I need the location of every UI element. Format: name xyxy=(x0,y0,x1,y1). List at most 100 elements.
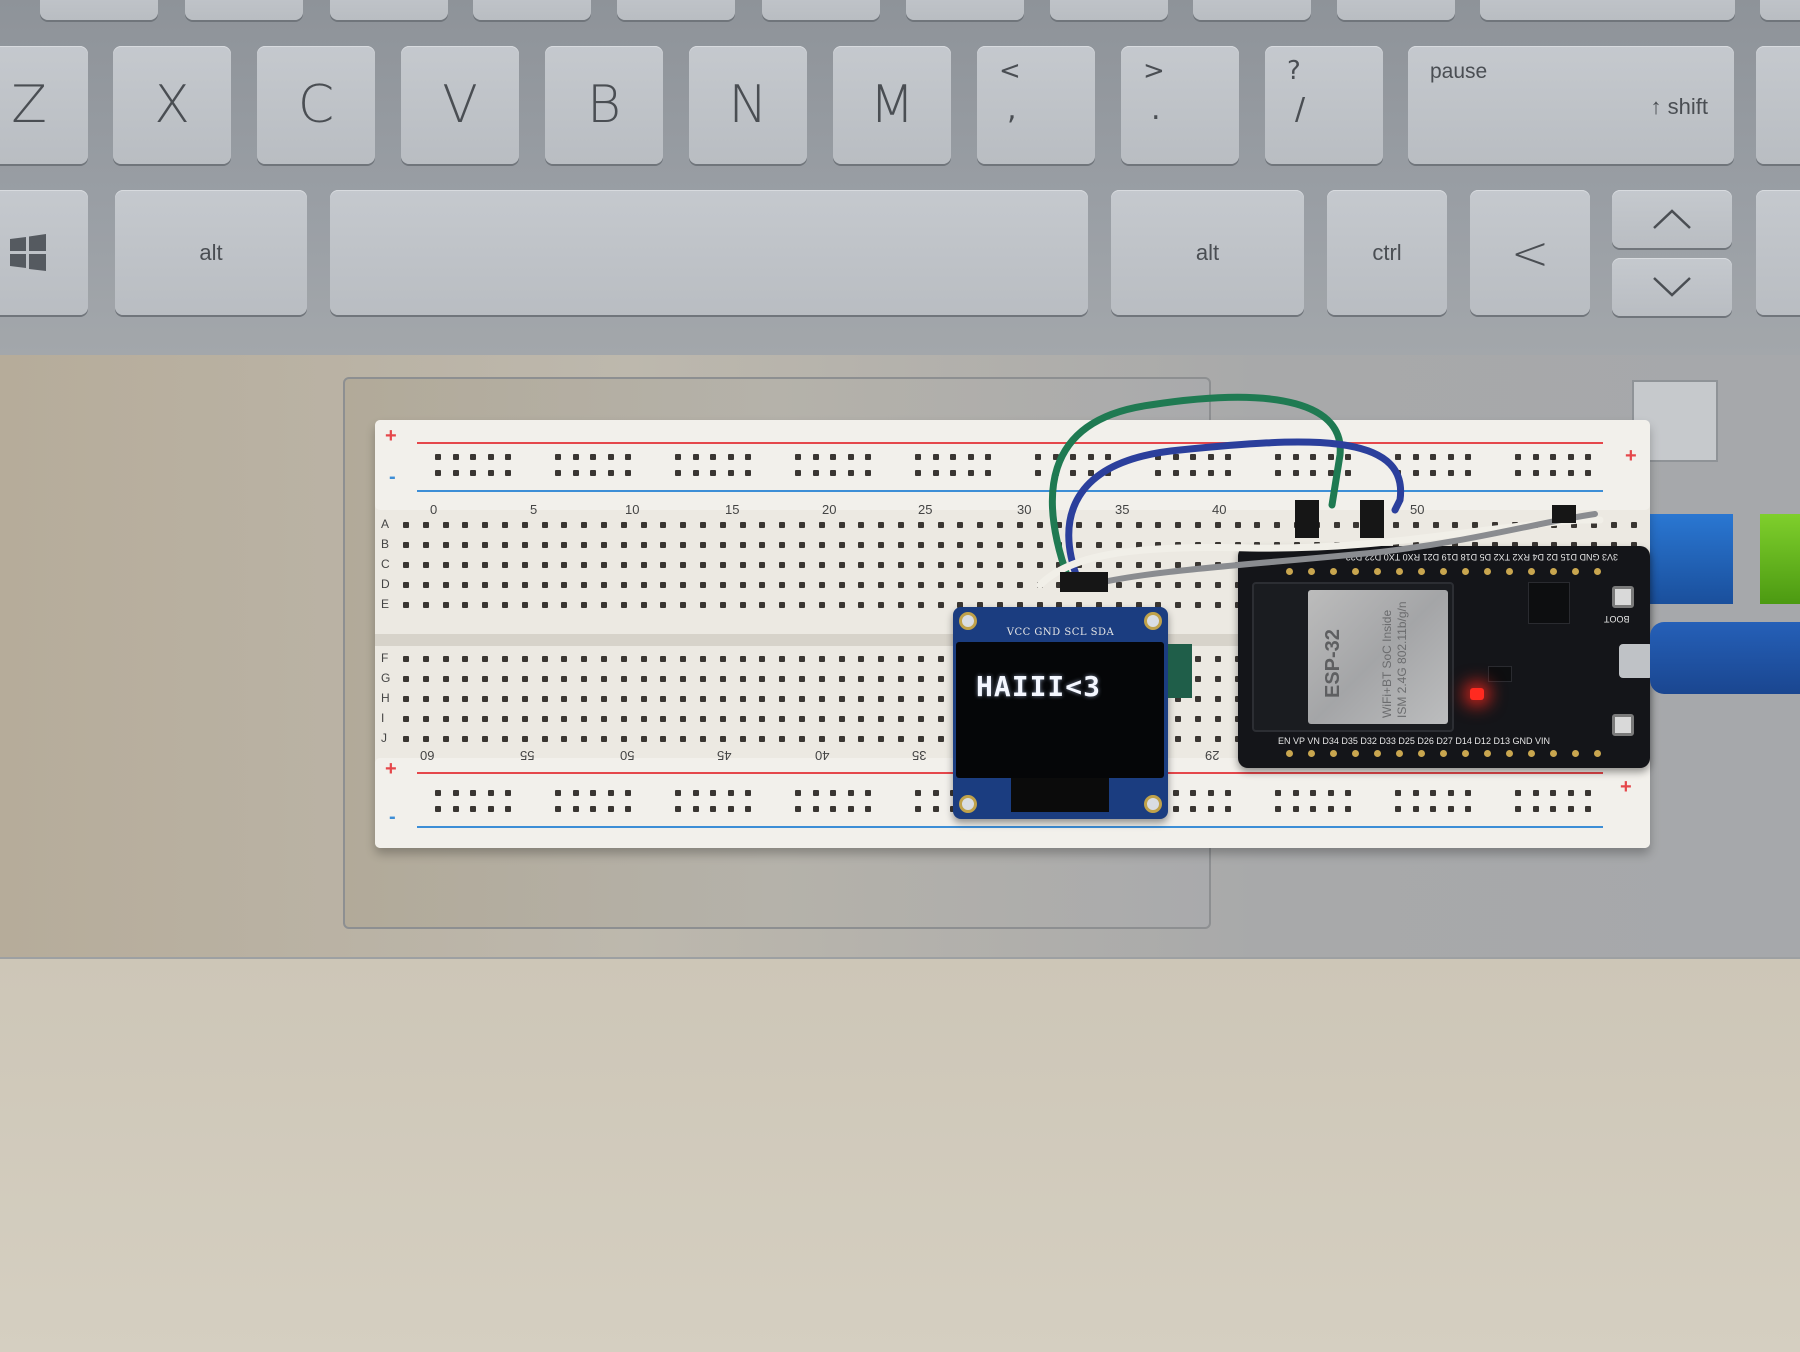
breadboard-hole xyxy=(700,582,706,588)
key-c[interactable]: C xyxy=(257,46,375,164)
breadboard-hole xyxy=(675,454,681,460)
key-v[interactable]: V xyxy=(401,46,519,164)
breadboard-hole xyxy=(1313,522,1320,528)
breadboard-hole xyxy=(1345,454,1352,460)
breadboard-hole xyxy=(799,562,805,568)
breadboard-hole xyxy=(1214,602,1221,608)
key-slash[interactable]: ? / xyxy=(1265,46,1383,164)
key-m[interactable]: M xyxy=(833,46,951,164)
breadboard-hole xyxy=(1531,522,1538,528)
breadboard-hole xyxy=(1175,562,1182,568)
breadboard-hole xyxy=(917,602,924,608)
breadboard-hole xyxy=(1135,582,1142,588)
breadboard-hole xyxy=(555,454,561,460)
breadboard-hole xyxy=(779,676,786,682)
breadboard-hole xyxy=(1195,542,1201,548)
breadboard-hole xyxy=(799,582,805,588)
breadboard-hole xyxy=(759,542,766,548)
breadboard-hole xyxy=(403,582,409,588)
breadboard-hole xyxy=(799,736,805,742)
rail-plus-sign: + xyxy=(1625,445,1637,467)
key-x[interactable]: X xyxy=(113,46,231,164)
key-ctrl[interactable]: ctrl xyxy=(1327,190,1447,315)
en-button[interactable] xyxy=(1612,714,1634,736)
breadboard-hole xyxy=(858,696,865,702)
breadboard-hole xyxy=(561,542,568,548)
breadboard-hole xyxy=(607,790,614,796)
breadboard-hole xyxy=(572,790,579,796)
breadboard-hole xyxy=(1155,602,1162,608)
key-alt-right[interactable]: alt xyxy=(1111,190,1304,315)
header-pin xyxy=(1506,750,1513,757)
breadboard-hole xyxy=(502,602,508,608)
key-alt-left[interactable]: alt xyxy=(115,190,307,315)
breadboard-hole xyxy=(1550,470,1557,476)
breadboard-hole xyxy=(590,454,597,460)
breadboard-hole xyxy=(745,470,752,476)
breadboard-hole xyxy=(1447,790,1454,796)
key-period[interactable]: > . xyxy=(1121,46,1239,164)
breadboard-hole xyxy=(555,806,561,812)
key-n[interactable]: N xyxy=(689,46,807,164)
column-number: 45 xyxy=(717,748,732,763)
header-pin xyxy=(1286,750,1293,757)
breadboard-hole xyxy=(403,716,409,722)
breadboard-hole xyxy=(719,656,726,662)
breadboard-hole xyxy=(779,582,786,588)
breadboard-hole xyxy=(505,790,512,796)
breadboard-hole xyxy=(452,454,459,460)
breadboard-hole xyxy=(1412,806,1419,812)
breadboard-hole xyxy=(719,676,726,682)
breadboard-hole xyxy=(1275,790,1281,796)
key-z[interactable]: Z xyxy=(0,46,88,164)
breadboard-hole xyxy=(1225,806,1232,812)
breadboard-hole xyxy=(917,676,924,682)
breadboard-hole xyxy=(1207,470,1214,476)
breadboard-hole xyxy=(700,522,706,528)
rail-plus-sign: + xyxy=(385,758,397,780)
breadboard-hole xyxy=(1214,522,1221,528)
breadboard-hole xyxy=(590,470,597,476)
key-windows[interactable] xyxy=(0,190,88,315)
key-shift-right[interactable]: pause ↑ shift xyxy=(1408,46,1734,164)
breadboard-hole xyxy=(878,696,885,702)
breadboard-hole xyxy=(487,806,494,812)
esp32-wroom-module: ESP-32 WiFi+BT SoC Inside ISM 2.4G 802.1… xyxy=(1252,582,1454,732)
breadboard-hole xyxy=(590,790,597,796)
key-b[interactable]: B xyxy=(545,46,663,164)
breadboard-hole xyxy=(581,522,588,528)
boot-button[interactable] xyxy=(1612,586,1634,608)
breadboard-hole xyxy=(878,656,885,662)
breadboard-hole xyxy=(1036,522,1043,528)
breadboard-hole xyxy=(1585,806,1592,812)
breadboard-hole xyxy=(977,582,984,588)
key-arrow-left[interactable]: < xyxy=(1470,190,1590,315)
power-rail-top: + - + xyxy=(375,420,1650,510)
esp32-pin-labels-bottom: EN VP VN D34 D35 D32 D33 D25 D26 D27 D14… xyxy=(1278,736,1550,746)
breadboard-hole xyxy=(950,454,957,460)
breadboard-hole xyxy=(1234,736,1241,742)
breadboard-hole xyxy=(1585,454,1592,460)
breadboard-hole xyxy=(1195,522,1201,528)
breadboard-hole xyxy=(675,470,681,476)
breadboard-hole xyxy=(607,454,614,460)
breadboard-hole xyxy=(487,454,494,460)
key-arrow-up[interactable] xyxy=(1612,190,1732,248)
breadboard-hole xyxy=(1195,716,1201,722)
breadboard-hole xyxy=(1056,562,1063,568)
key-comma[interactable]: < , xyxy=(977,46,1095,164)
breadboard-hole xyxy=(1567,454,1574,460)
breadboard-hole xyxy=(640,696,647,702)
breadboard-hole xyxy=(779,562,786,568)
key-arrow-down[interactable] xyxy=(1612,258,1732,316)
breadboard-hole xyxy=(779,696,786,702)
breadboard-hole xyxy=(620,562,627,568)
breadboard-hole xyxy=(1096,542,1102,548)
key-spacebar[interactable] xyxy=(330,190,1088,315)
breadboard-hole xyxy=(1070,470,1077,476)
breadboard-hole xyxy=(403,562,409,568)
breadboard-hole xyxy=(1275,454,1281,460)
breadboard-hole xyxy=(915,790,921,796)
breadboard-hole xyxy=(1310,790,1317,796)
breadboard-hole xyxy=(1292,454,1299,460)
